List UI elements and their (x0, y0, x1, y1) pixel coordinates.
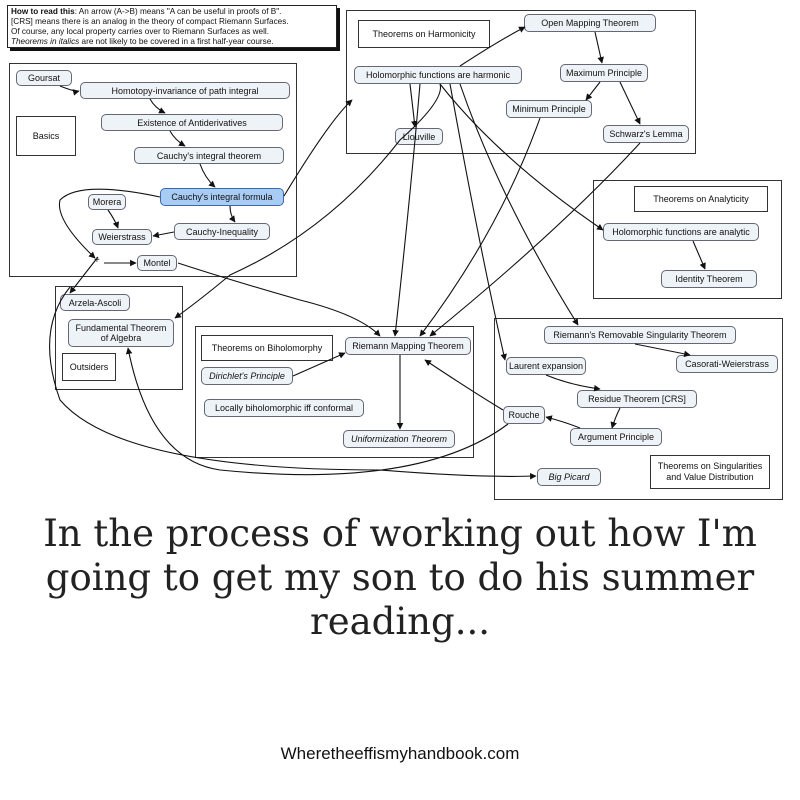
edge (585, 81, 601, 101)
edge (228, 205, 236, 223)
edges-layer (49, 26, 706, 480)
node-casorati-weierstrass[interactable]: Casorati-Weierstrass (676, 355, 778, 373)
outsiders-label: Outsiders (62, 353, 116, 381)
legend-line-4: are not likely to be covered in a first … (79, 37, 274, 46)
singularities-group (494, 318, 783, 500)
node-plus: + (94, 255, 100, 266)
basics-label: Basics (16, 116, 76, 156)
legend-line-3: Of course, any local property carries ov… (11, 27, 270, 36)
edge (59, 85, 80, 96)
node-montel[interactable]: Montel (137, 255, 177, 271)
node-removable-singularity[interactable]: Riemann's Removable Singularity Theorem (544, 326, 736, 344)
edge (169, 130, 186, 147)
edge (283, 99, 353, 197)
theorem-diagram: How to read this: An arrow (A->B) means … (7, 5, 783, 500)
node-holomorphic-analytic[interactable]: Holomorphic functions are analytic (603, 223, 759, 241)
website-url[interactable]: Wheretheeffismyhandbook.com (280, 744, 520, 763)
node-cauchy-formula[interactable]: Cauchy's integral formula (160, 188, 284, 206)
edge (177, 262, 381, 337)
edge (392, 83, 421, 337)
analyticity-group (593, 180, 782, 299)
edge (459, 26, 526, 67)
edge (58, 188, 161, 259)
edge (149, 98, 166, 114)
edge (174, 83, 442, 319)
edge (419, 117, 541, 337)
node-fundamental-algebra[interactable]: Fundamental Theorem of Algebra (68, 319, 174, 347)
edge (429, 142, 641, 337)
singularities-label: Theorems on Singularities and Value Dist… (650, 455, 770, 489)
biholomorphy-label: Theorems on Biholomorphy (201, 335, 333, 361)
node-cauchy-theorem[interactable]: Cauchy's integral theorem (134, 147, 284, 164)
edge (69, 256, 99, 294)
edge (49, 286, 537, 480)
node-schwarz-lemma[interactable]: Schwarz's Lemma (603, 125, 689, 143)
edge (409, 83, 418, 128)
basics-group (9, 63, 297, 277)
node-weierstrass[interactable]: Weierstrass (92, 229, 152, 245)
node-locally-biholomorphic[interactable]: Locally biholomorphic iff conformal (204, 399, 364, 417)
node-identity-theorem[interactable]: Identity Theorem (661, 270, 757, 288)
node-minimum-principle[interactable]: Minimum Principle (506, 100, 592, 118)
node-residue-theorem[interactable]: Residue Theorem [CRS] (577, 390, 697, 408)
node-goursat[interactable]: Goursat (16, 70, 72, 86)
legend-italic-note: Theorems in italics (11, 37, 80, 46)
edge (292, 352, 346, 377)
edge (634, 343, 691, 358)
node-riemann-mapping[interactable]: Riemann Mapping Theorem (345, 337, 471, 355)
edge (692, 240, 706, 270)
node-homotopy[interactable]: Homotopy-invariance of path integral (80, 82, 290, 99)
node-liouville[interactable]: Liouville (395, 128, 443, 145)
legend-box: How to read this: An arrow (A->B) means … (7, 5, 337, 48)
edge (610, 407, 621, 429)
node-cauchy-inequality[interactable]: Cauchy-Inequality (174, 223, 270, 240)
node-big-picard[interactable]: Big Picard (537, 468, 601, 486)
node-uniformization[interactable]: Uniformization Theorem (343, 430, 455, 448)
legend-line-1: : An arrow (A->B) means "A can be useful… (74, 7, 282, 16)
edge (199, 163, 216, 188)
edge (594, 31, 604, 64)
legend-line-2: [CRS] means there is an analog in the th… (11, 17, 289, 26)
node-open-mapping[interactable]: Open Mapping Theorem (524, 14, 656, 32)
edge (424, 359, 504, 411)
node-maximum-principle[interactable]: Maximum Principle (560, 64, 648, 82)
edge (152, 231, 175, 239)
legend-title: How to read this (11, 7, 75, 16)
edge (619, 81, 641, 125)
outsiders-group (55, 286, 183, 390)
node-rouche[interactable]: Rouche (503, 406, 545, 424)
node-antiderivatives[interactable]: Existence of Antiderivatives (101, 114, 283, 131)
node-holomorphic-harmonic[interactable]: Holomorphic functions are harmonic (354, 66, 522, 84)
analyticity-label: Theorems on Analyticity (634, 186, 768, 212)
harmonicity-label: Theorems on Harmonicity (358, 20, 490, 48)
edge (107, 209, 120, 229)
edge (459, 83, 579, 326)
edge (545, 374, 601, 392)
edge (545, 415, 581, 429)
node-laurent[interactable]: Laurent expansion (506, 357, 586, 375)
node-arzela-ascoli[interactable]: Arzela-Ascoli (60, 294, 130, 311)
edge (125, 347, 509, 476)
edge (449, 83, 507, 361)
node-morera[interactable]: Morera (88, 194, 126, 210)
edge (439, 83, 604, 231)
harmonicity-group (346, 10, 696, 154)
node-dirichlet[interactable]: Dirichlet's Principle (201, 367, 293, 385)
caption-text: In the process of working out how I'm go… (43, 512, 757, 643)
